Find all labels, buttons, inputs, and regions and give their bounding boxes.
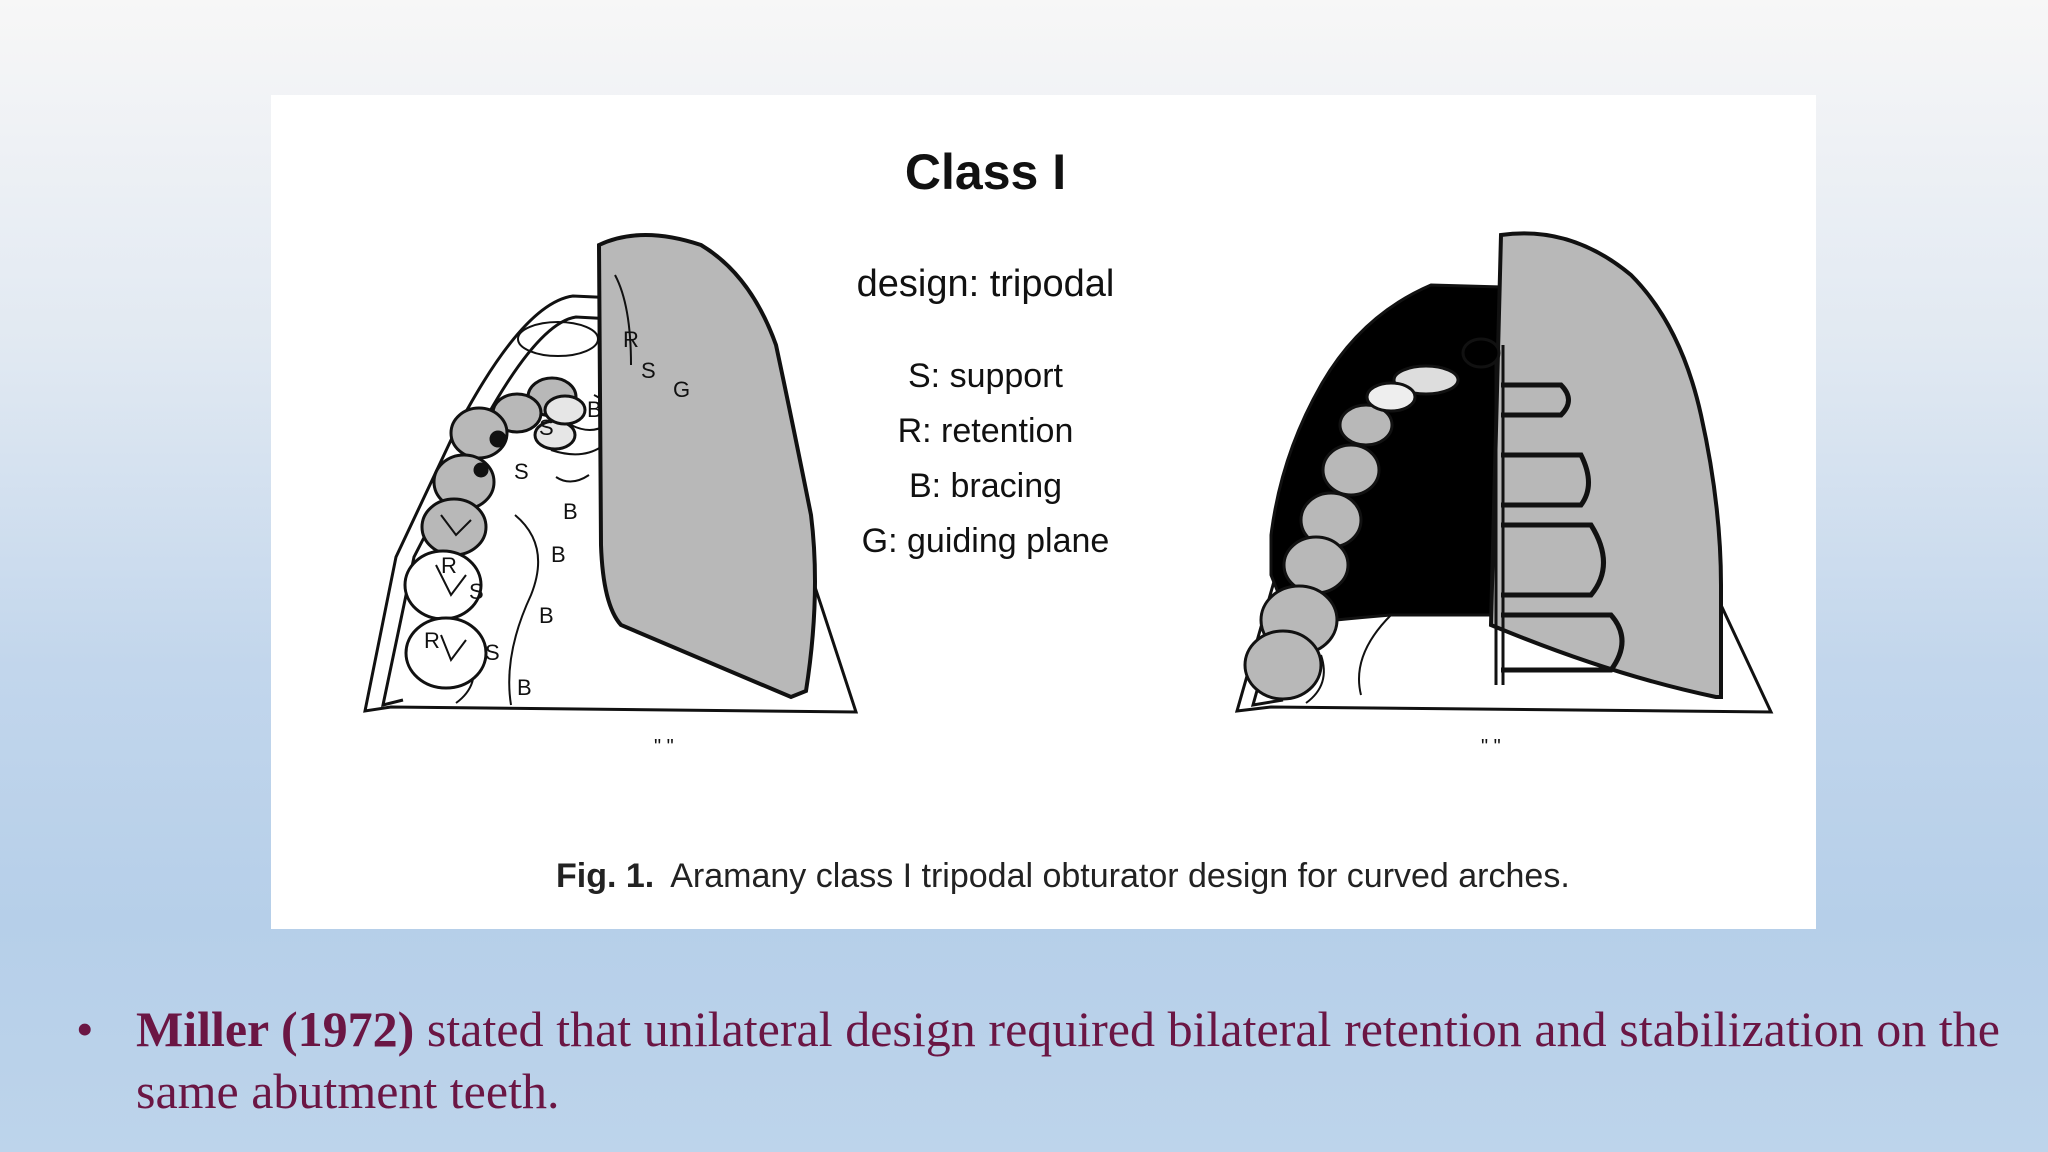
right-teeth [1243, 337, 1501, 701]
retention-loops [1494, 345, 1625, 685]
label-S-4: S [469, 579, 484, 604]
bullet-icon: • [76, 1001, 94, 1057]
legend-guiding-plane: G: guiding plane [861, 522, 1110, 560]
label-S-top: S [641, 358, 656, 383]
label-G: G [673, 377, 690, 402]
label-B-5: B [517, 675, 532, 700]
bullet-citation: Miller (1972) [136, 1001, 415, 1057]
label-R-top: R [623, 327, 639, 352]
svg-text:" ": " " [654, 736, 674, 758]
legend-bracing: B: bracing [908, 467, 1063, 505]
label-S-3: S [514, 459, 529, 484]
label-B-2: B [563, 499, 578, 524]
bullet-point: • Miller (1972) stated that unilateral d… [76, 998, 2000, 1122]
left-teeth [403, 376, 587, 690]
label-B-3: B [551, 542, 566, 567]
label-R-3: R [424, 628, 440, 653]
svg-text:" ": " " [1481, 736, 1501, 758]
caption-text: Aramany class I tripodal obturator desig… [670, 857, 1570, 895]
label-B-4: B [539, 603, 554, 628]
figure-panel: " " R S G B S S B B R S B R S B [271, 95, 1816, 929]
legend-support: S: support [908, 357, 1063, 395]
left-arch-diagram: " " [363, 233, 859, 758]
left-arch-labels: R S G B S S B B R S B R S B [424, 327, 690, 700]
figure-title: Class I [904, 144, 1067, 200]
figure-caption: Fig. 1. Aramany class I tripodal obturato… [556, 857, 1570, 896]
right-arch-diagram: " " [1234, 231, 1774, 758]
figure-design-label: design: tripodal [856, 263, 1115, 305]
bullet-body: stated that unilateral design required b… [136, 1001, 2000, 1119]
label-S-2: S [539, 415, 554, 440]
bullet-text: Miller (1972) stated that unilateral des… [136, 998, 2000, 1122]
label-S-5: S [485, 640, 500, 665]
label-R-2: R [441, 553, 457, 578]
label-B-1: B [587, 397, 602, 422]
legend-retention: R: retention [897, 412, 1074, 450]
caption-label: Fig. 1. [556, 857, 655, 895]
arch-diagrams: " " R S G B S S B B R S B R S B [363, 231, 1774, 758]
